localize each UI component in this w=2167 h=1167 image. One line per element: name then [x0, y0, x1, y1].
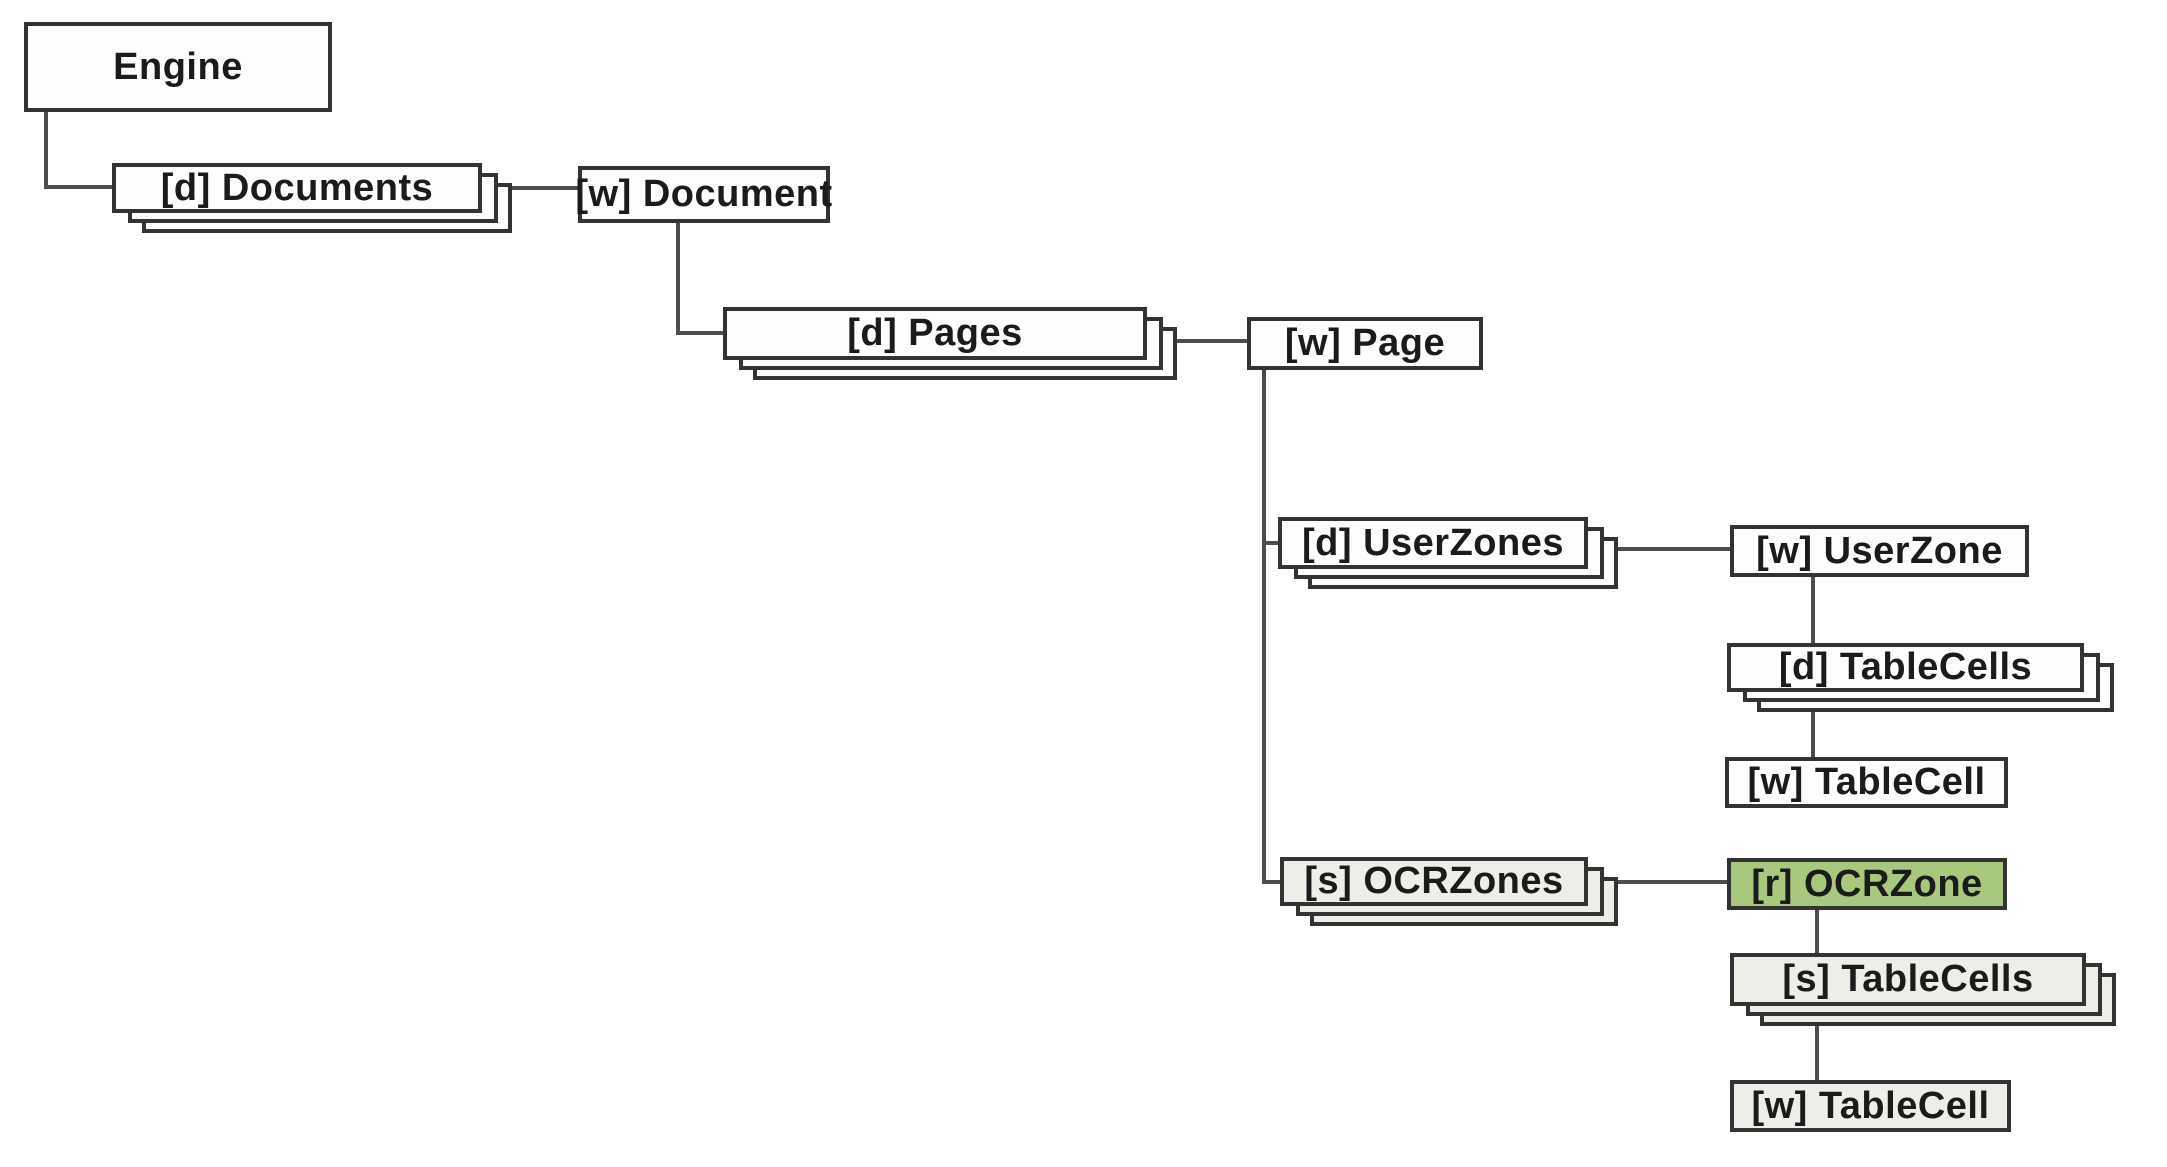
- connector-document-pages-h: [676, 331, 725, 335]
- node-ocrzone-highlighted[interactable]: [r] OCRZone: [1727, 858, 2007, 910]
- node-box: [w] Page: [1247, 317, 1483, 370]
- connector-page-trunk-v: [1262, 370, 1266, 884]
- node-engine[interactable]: Engine: [24, 22, 332, 112]
- node-box: [w] TableCell: [1730, 1080, 2011, 1132]
- connector-pages-page: [1177, 339, 1249, 343]
- node-box: [r] OCRZone: [1727, 858, 2007, 910]
- connector-page-ocrzones-h: [1262, 880, 1284, 884]
- node-box: [w] TableCell: [1725, 757, 2008, 808]
- connector-documents-document: [508, 186, 580, 190]
- node-box: [s] OCRZones: [1280, 857, 1588, 906]
- connector-engine-documents-h: [44, 185, 112, 189]
- connector-userzone-tablecells-v: [1811, 577, 1815, 645]
- connector-userzones-userzone: [1616, 547, 1730, 551]
- node-box: [w] Document: [575, 166, 833, 223]
- node-box: [d] Documents: [112, 163, 482, 213]
- node-label: [w] TableCell: [1751, 1084, 1990, 1127]
- node-tablecells-s[interactable]: [s] TableCells: [1730, 953, 2116, 1026]
- node-label: [s] TableCells: [1782, 958, 2034, 1000]
- connector-tablecells-tablecell2-v: [1815, 1026, 1819, 1082]
- node-tablecells-d[interactable]: [d] TableCells: [1727, 643, 2114, 712]
- connector-engine-documents-v: [44, 110, 48, 189]
- node-label: [w] Page: [1284, 322, 1446, 364]
- connector-document-pages-v: [676, 223, 680, 335]
- node-box: Engine: [24, 22, 332, 112]
- connector-tablecells-tablecell-v: [1811, 712, 1815, 759]
- connector-ocrzones-ocrzone: [1616, 880, 1729, 884]
- node-tablecell-w2[interactable]: [w] TableCell: [1730, 1080, 2011, 1132]
- node-label: [r] OCRZone: [1751, 862, 1983, 905]
- node-box: [s] TableCells: [1730, 953, 2086, 1006]
- connector-ocrzone-tablecells-v: [1815, 910, 1819, 955]
- node-label: [w] Document: [575, 173, 833, 215]
- node-label: [w] UserZone: [1756, 529, 2003, 572]
- node-label: [d] Documents: [160, 166, 434, 209]
- node-document[interactable]: [w] Document: [575, 166, 833, 223]
- node-box: [d] UserZones: [1278, 517, 1588, 569]
- node-label: [d] UserZones: [1302, 521, 1564, 564]
- node-box: [d] TableCells: [1727, 643, 2084, 692]
- node-documents[interactable]: [d] Documents: [112, 163, 512, 233]
- connector-page-userzones-h: [1262, 541, 1282, 545]
- node-pages[interactable]: [d] Pages: [723, 307, 1177, 380]
- node-ocrzones[interactable]: [s] OCRZones: [1280, 857, 1618, 926]
- node-label: [w] TableCell: [1747, 761, 1986, 803]
- node-page[interactable]: [w] Page: [1247, 317, 1483, 370]
- node-box: [w] UserZone: [1730, 525, 2029, 577]
- node-box: [d] Pages: [723, 307, 1147, 360]
- node-label: Engine: [113, 45, 243, 88]
- node-tablecell-w1[interactable]: [w] TableCell: [1725, 757, 2008, 808]
- node-userzones[interactable]: [d] UserZones: [1278, 517, 1618, 589]
- node-label: [s] OCRZones: [1304, 860, 1564, 902]
- node-userzone[interactable]: [w] UserZone: [1730, 525, 2029, 577]
- node-label: [d] TableCells: [1778, 646, 2033, 688]
- node-label: [d] Pages: [847, 312, 1023, 354]
